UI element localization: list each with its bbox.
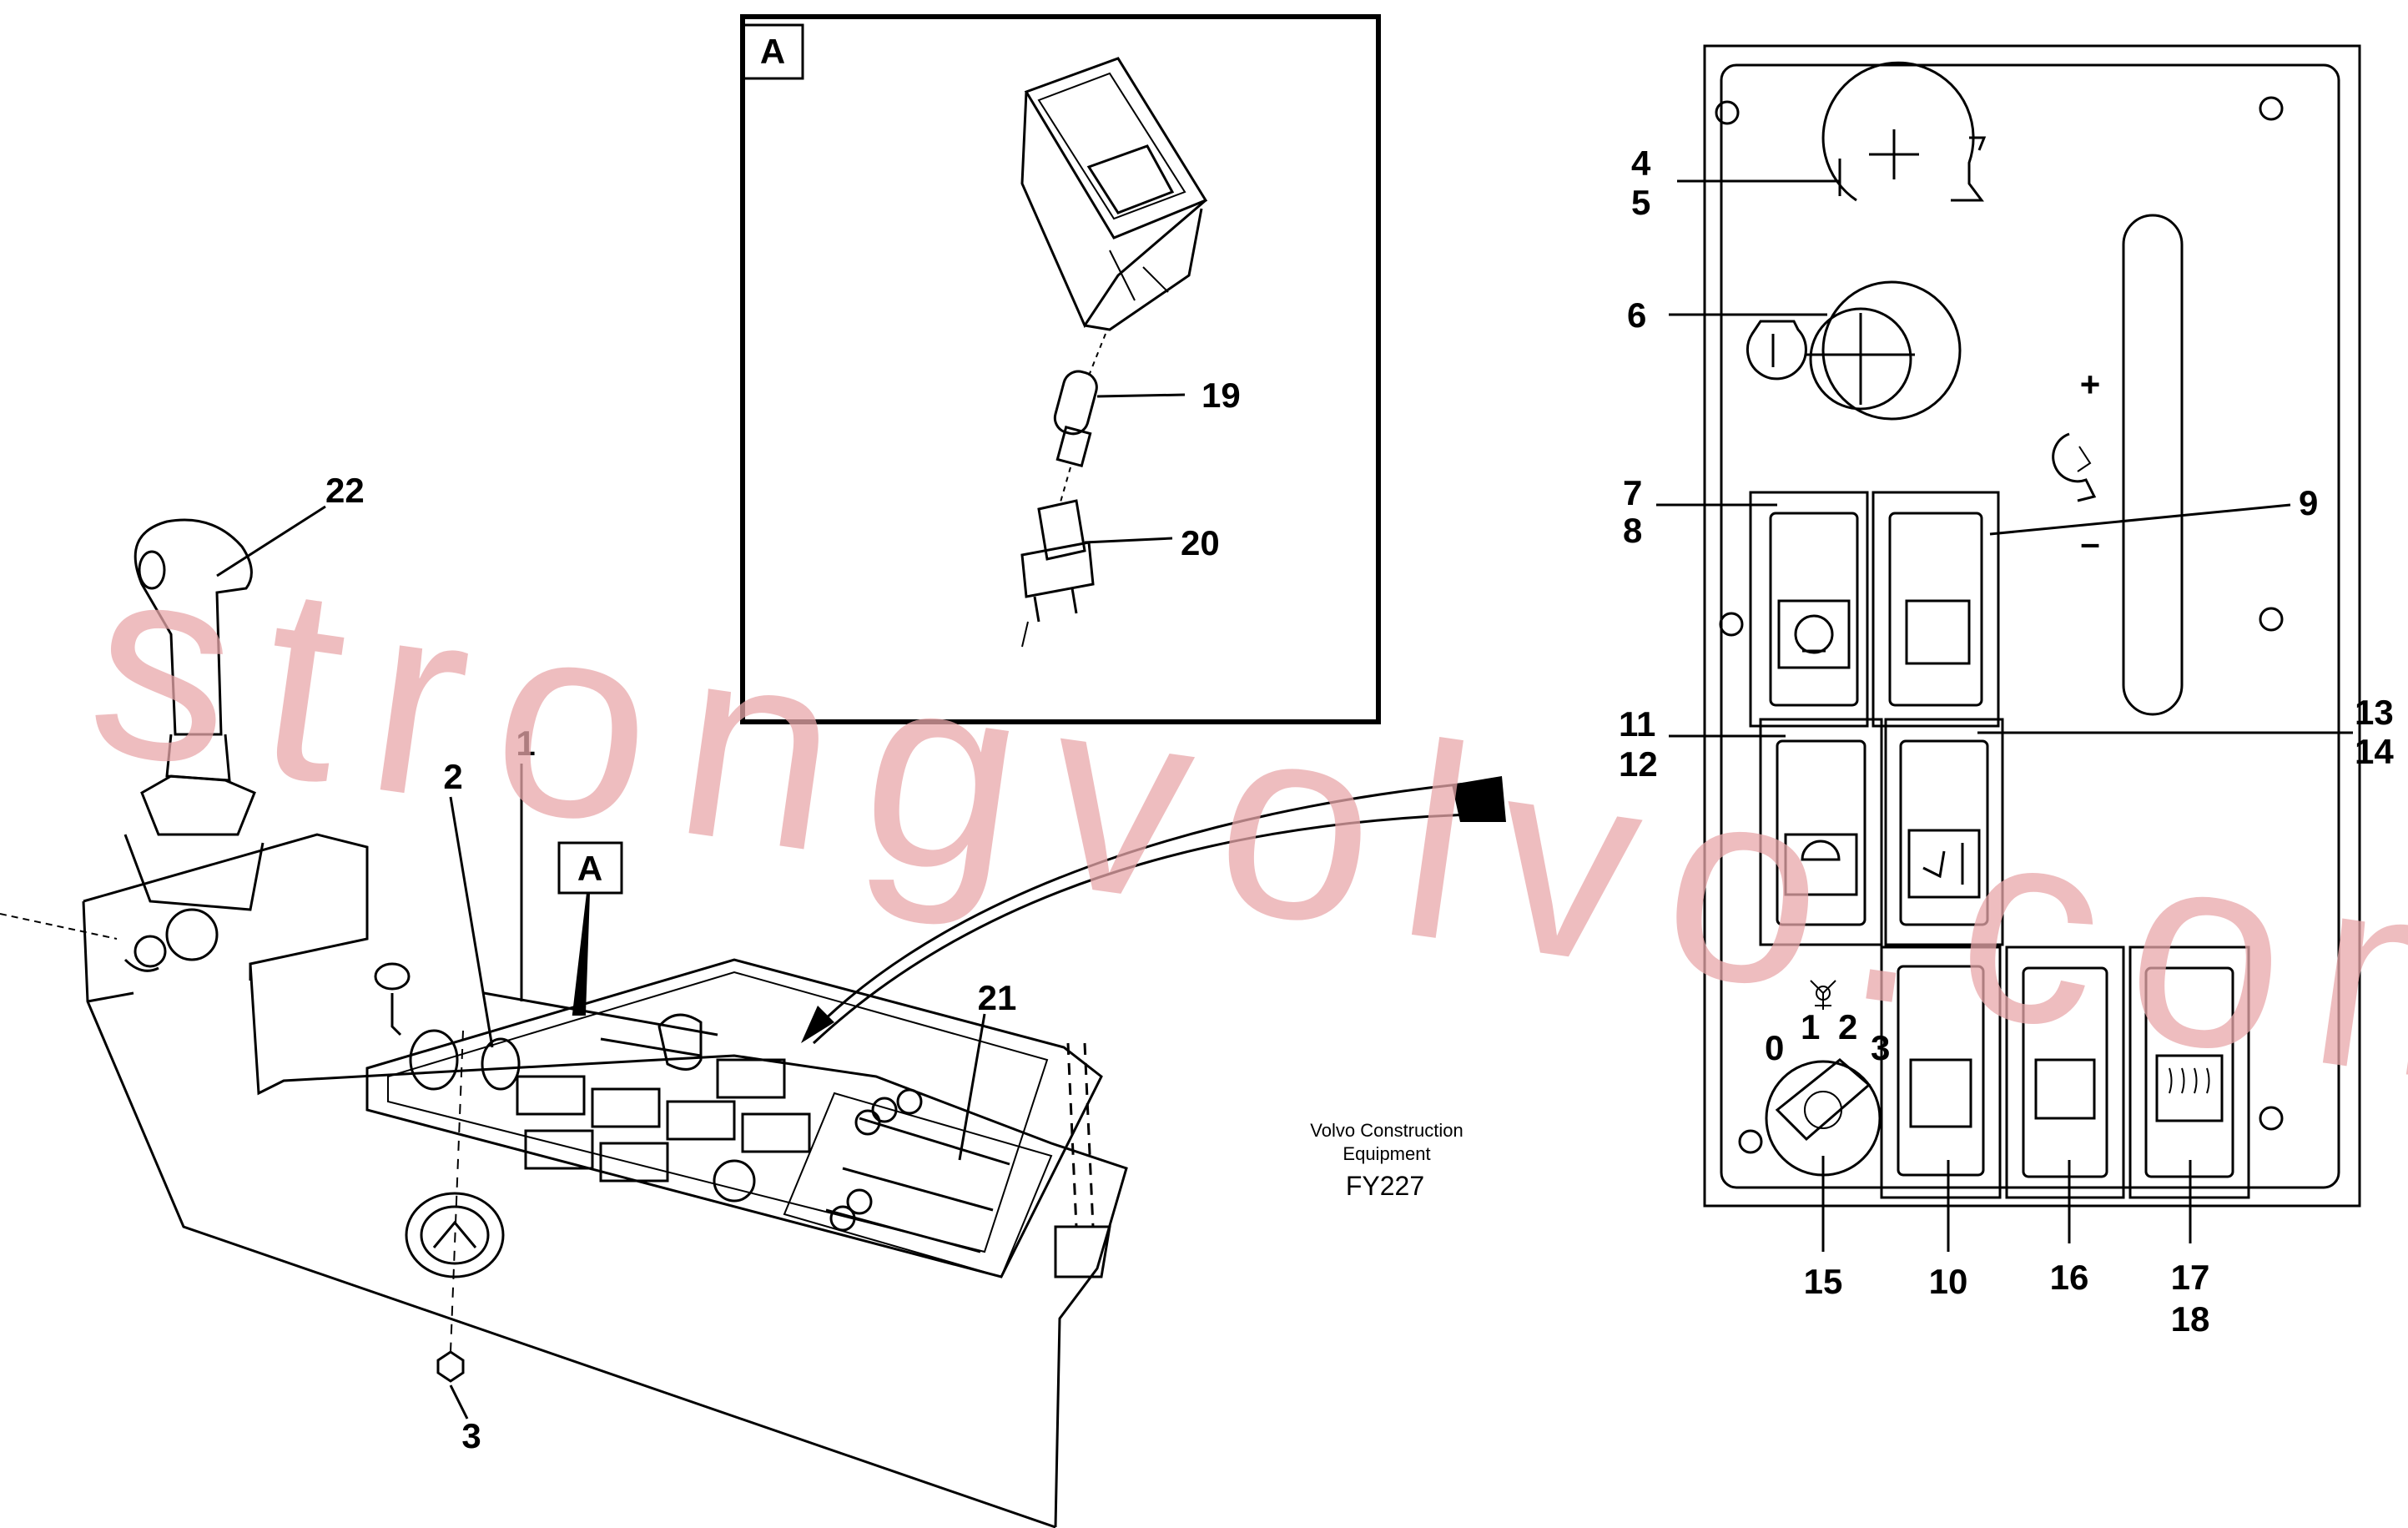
label-17: 17 xyxy=(2171,1258,2210,1297)
label-4: 4 xyxy=(1631,144,1651,183)
throttle-slot: + – xyxy=(2052,214,2184,716)
label-3: 3 xyxy=(461,1416,481,1455)
watermark: strongvolvo.com xyxy=(75,501,2408,1156)
caption-line1: Volvo Construction xyxy=(1310,1120,1463,1141)
fan-speed-0: 0 xyxy=(1765,1028,1784,1067)
figure-code: FY227 xyxy=(1346,1171,1424,1201)
label-13: 13 xyxy=(2355,693,2394,732)
label-14: 14 xyxy=(2355,732,2394,771)
detail-box-a: A 19 20 xyxy=(740,14,1381,724)
fan-speed-2: 2 xyxy=(1838,1007,1857,1046)
label-5: 5 xyxy=(1631,183,1650,222)
label-9: 9 xyxy=(2299,483,2318,522)
ignition-key-symbol xyxy=(1821,61,1987,202)
label-7: 7 xyxy=(1623,473,1642,512)
rocker-switch-drawing xyxy=(1020,57,1208,331)
switch-9[interactable] xyxy=(1871,491,2000,728)
label-6: 6 xyxy=(1627,295,1646,335)
switch-cab-light[interactable] xyxy=(1759,718,1883,946)
label-11: 11 xyxy=(1619,704,1655,744)
bulb-drawing xyxy=(1053,333,1106,468)
switch-13-14[interactable] xyxy=(1884,718,2004,946)
label-18: 18 xyxy=(2171,1299,2210,1339)
fan-speed-1: 1 xyxy=(1801,1007,1820,1046)
caption: Volvo Construction Equipment FY227 xyxy=(1310,1120,1463,1201)
lever-bank xyxy=(783,1088,1053,1278)
switch-work-light[interactable] xyxy=(1749,491,1869,728)
control-panel: 4 5 6 + – 7 8 xyxy=(1619,44,2394,1339)
switch-16[interactable] xyxy=(2005,946,2125,1199)
label-21: 21 xyxy=(978,978,1017,1017)
label-20: 20 xyxy=(1181,523,1220,562)
console-detail-label: A xyxy=(577,849,602,888)
label-2: 2 xyxy=(443,757,462,796)
fan-speed-knob[interactable]: 0 1 2 3 xyxy=(1765,980,1890,1177)
throttle-plus: + xyxy=(2080,365,2101,404)
label-12: 12 xyxy=(1619,744,1658,784)
control-lever xyxy=(123,518,264,911)
caption-line2: Equipment xyxy=(1343,1143,1430,1164)
label-16: 16 xyxy=(2050,1258,2089,1297)
bulb-socket-drawing xyxy=(1020,466,1095,648)
throttle-minus: – xyxy=(2080,523,2099,562)
label-22: 22 xyxy=(325,471,365,510)
label-8: 8 xyxy=(1623,511,1642,550)
label-10: 10 xyxy=(1929,1262,1968,1301)
operator-console: 22 xyxy=(0,471,1506,1528)
label-15: 15 xyxy=(1804,1262,1843,1301)
label-19: 19 xyxy=(1201,376,1241,415)
label-1: 1 xyxy=(516,724,535,763)
switch-10[interactable] xyxy=(1880,946,2002,1199)
ignition-lock xyxy=(1746,280,1962,421)
detail-label: A xyxy=(760,32,785,71)
